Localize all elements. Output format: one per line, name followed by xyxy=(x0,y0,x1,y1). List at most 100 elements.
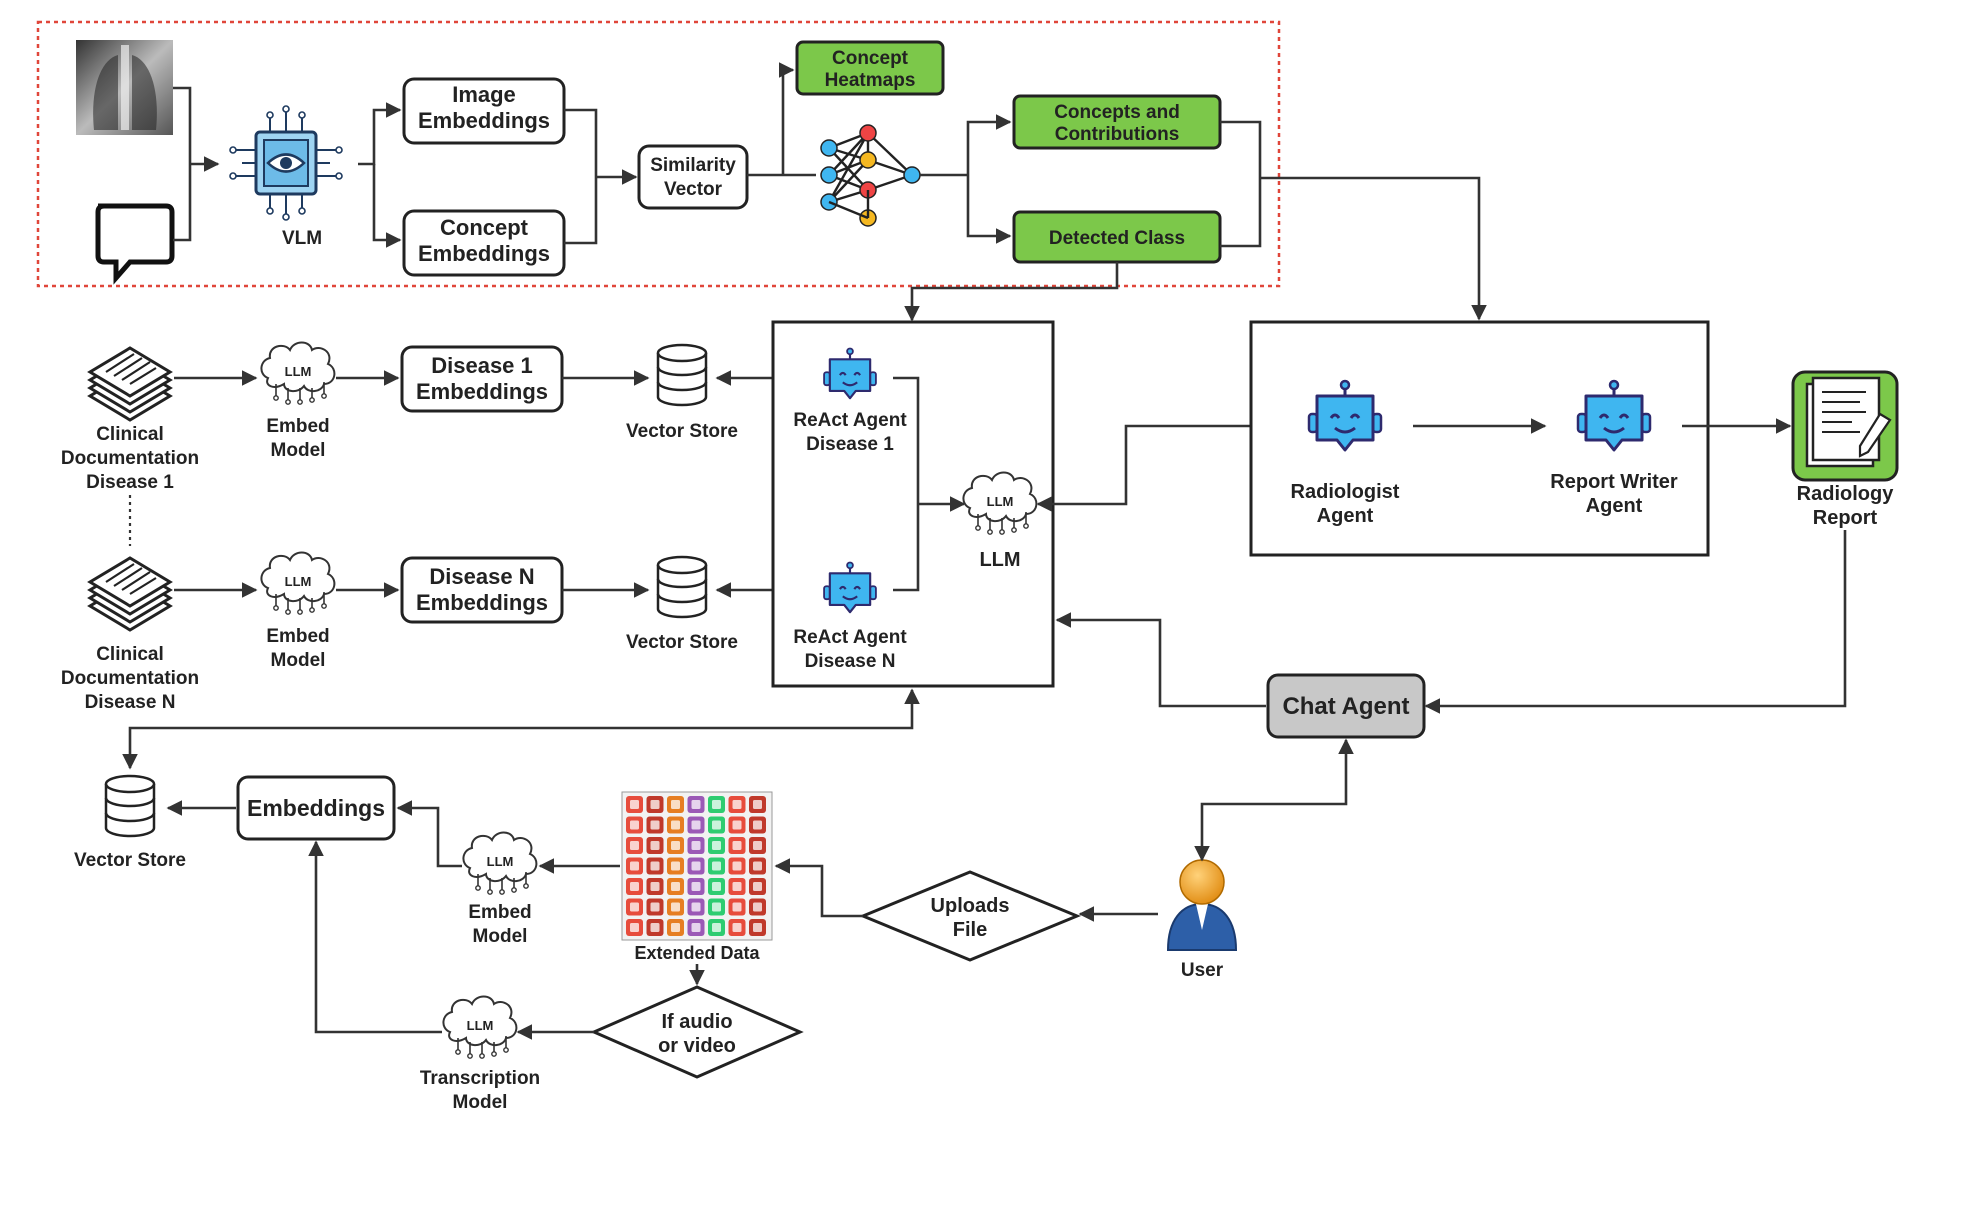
file-type-glyph xyxy=(671,841,680,850)
svg-text:Clinical: Clinical xyxy=(96,424,164,445)
file-type-glyph xyxy=(671,800,680,809)
svg-text:Vector: Vector xyxy=(664,179,723,200)
svg-text:Heatmaps: Heatmaps xyxy=(825,70,916,91)
file-type-glyph xyxy=(650,923,660,932)
svg-text:Clinical: Clinical xyxy=(96,644,164,665)
file-type-glyph xyxy=(691,902,701,912)
file-type-glyph xyxy=(732,800,742,809)
svg-text:or video: or video xyxy=(658,1035,736,1057)
svg-text:Documentation: Documentation xyxy=(61,448,199,469)
svg-text:Concept: Concept xyxy=(832,48,909,69)
svg-text:LLM: LLM xyxy=(487,854,514,869)
file-type-glyph xyxy=(671,861,680,871)
vector-store-bottom-icon xyxy=(104,774,156,838)
file-type-glyph xyxy=(712,882,721,891)
file-type-glyph xyxy=(691,882,701,891)
svg-text:Model: Model xyxy=(271,440,326,461)
file-type-glyph xyxy=(671,923,680,932)
file-type-glyph xyxy=(650,841,660,850)
svg-text:Vector Store: Vector Store xyxy=(626,632,738,653)
file-type-glyph xyxy=(712,800,721,809)
file-type-glyph xyxy=(753,902,762,912)
file-type-glyph xyxy=(650,800,660,809)
svg-text:If audio: If audio xyxy=(661,1011,732,1033)
file-type-glyph xyxy=(732,882,742,891)
file-type-glyph xyxy=(650,902,660,912)
svg-text:Model: Model xyxy=(473,926,528,947)
file-type-glyph xyxy=(753,923,762,932)
radiology-report-icon xyxy=(1791,370,1899,482)
file-type-glyph xyxy=(630,923,639,932)
svg-text:Uploads: Uploads xyxy=(931,895,1010,917)
file-type-glyph xyxy=(671,902,680,912)
svg-text:LLM: LLM xyxy=(285,574,312,589)
file-type-glyph xyxy=(732,923,742,932)
file-type-glyph xyxy=(630,902,639,912)
clinical-docs-n-icon xyxy=(88,556,172,632)
svg-text:ReAct Agent: ReAct Agent xyxy=(793,410,907,431)
svg-text:LLM: LLM xyxy=(987,494,1014,509)
file-type-glyph xyxy=(753,841,762,850)
svg-text:Chat Agent: Chat Agent xyxy=(1282,693,1409,720)
svg-text:LLM: LLM xyxy=(467,1018,494,1033)
concept-heatmaps-box xyxy=(795,40,945,96)
vlm-label: VLM xyxy=(282,228,322,249)
file-type-glyph xyxy=(712,902,721,912)
svg-text:Similarity: Similarity xyxy=(650,155,736,176)
svg-text:Vector Store: Vector Store xyxy=(74,850,186,871)
file-type-glyph xyxy=(712,841,721,850)
clinical-docs-1-icon xyxy=(88,346,172,422)
svg-text:Embeddings: Embeddings xyxy=(418,108,550,133)
svg-text:Embeddings: Embeddings xyxy=(416,379,548,404)
svg-text:Report Writer: Report Writer xyxy=(1550,471,1678,493)
svg-text:Model: Model xyxy=(453,1092,508,1113)
similarity-vector-box xyxy=(637,144,749,210)
svg-text:Agent: Agent xyxy=(1586,495,1643,517)
svg-text:Disease 1: Disease 1 xyxy=(431,353,533,378)
svg-text:Embeddings: Embeddings xyxy=(247,795,385,821)
svg-text:Documentation: Documentation xyxy=(61,668,199,689)
file-type-glyph xyxy=(691,820,701,830)
svg-text:Radiology: Radiology xyxy=(1797,483,1895,505)
file-type-glyph xyxy=(712,923,721,932)
chat-agent-box xyxy=(1266,673,1426,739)
file-type-glyph xyxy=(753,861,762,871)
svg-text:Agent: Agent xyxy=(1317,505,1374,527)
file-type-glyph xyxy=(753,820,762,830)
svg-text:Detected Class: Detected Class xyxy=(1049,228,1185,249)
file-type-glyph xyxy=(630,861,639,871)
file-type-glyph xyxy=(650,861,660,871)
svg-text:User: User xyxy=(1181,960,1224,981)
xray-image-icon xyxy=(76,40,173,135)
file-type-glyph xyxy=(630,841,639,850)
neural-network-icon xyxy=(820,124,921,227)
svg-text:Contributions: Contributions xyxy=(1055,124,1180,145)
svg-text:Embeddings: Embeddings xyxy=(416,590,548,615)
svg-text:Vector Store: Vector Store xyxy=(626,421,738,442)
file-type-glyph xyxy=(691,841,701,850)
embeddings-box xyxy=(236,775,396,841)
text-prompt-icon xyxy=(95,203,175,285)
file-type-glyph xyxy=(712,820,721,830)
svg-text:Disease N: Disease N xyxy=(805,651,896,672)
file-type-glyph xyxy=(691,923,701,932)
svg-text:Embed: Embed xyxy=(266,626,329,647)
extended-data-icon xyxy=(621,791,773,941)
svg-text:Embed: Embed xyxy=(266,416,329,437)
file-type-glyph xyxy=(732,902,742,912)
file-type-glyph xyxy=(753,800,762,809)
file-type-glyph xyxy=(732,820,742,830)
svg-text:Image: Image xyxy=(452,82,516,107)
svg-text:Model: Model xyxy=(271,650,326,671)
svg-text:Disease N: Disease N xyxy=(429,564,534,589)
file-type-glyph xyxy=(630,800,639,809)
vector-store-n-icon xyxy=(656,555,708,619)
svg-text:Embeddings: Embeddings xyxy=(418,241,550,266)
svg-text:File: File xyxy=(953,919,987,941)
file-type-glyph xyxy=(691,861,701,871)
svg-text:Radiologist: Radiologist xyxy=(1291,481,1400,503)
svg-text:LLM: LLM xyxy=(285,364,312,379)
svg-text:Concepts and: Concepts and xyxy=(1054,102,1180,123)
svg-text:Report: Report xyxy=(1813,507,1878,529)
file-type-glyph xyxy=(691,800,701,809)
